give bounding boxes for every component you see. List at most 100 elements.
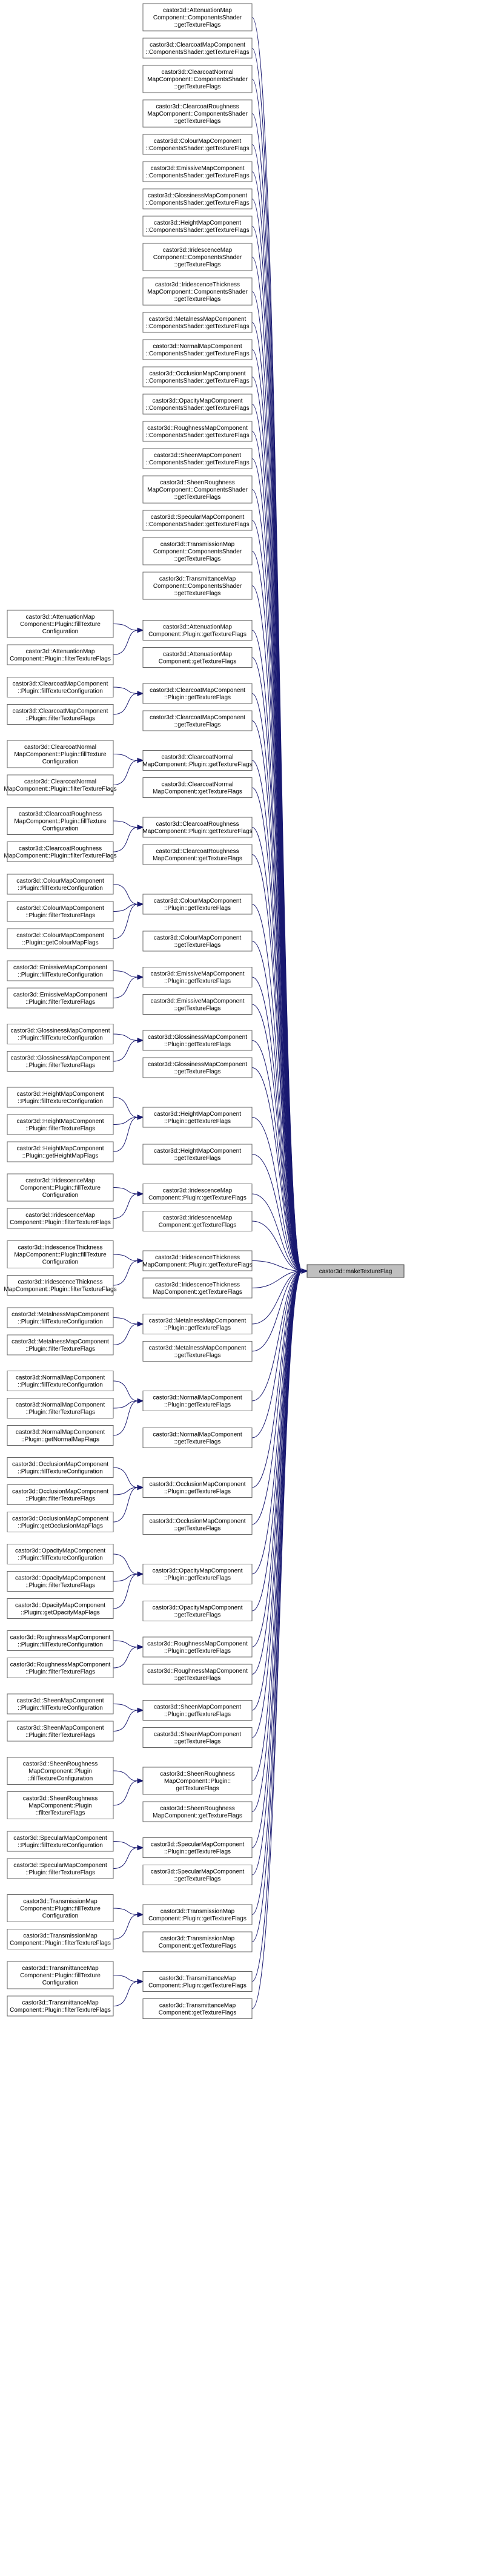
plugin-node-transmissionmap-component-plugin-gettextureflags[interactable]: castor3d::TransmissionMapComponent::Plug… — [142, 1904, 253, 1925]
plugin-caller-node-roughnessmapcomponent-plugin-filtertextureflags[interactable]: castor3d::RoughnessMapComponent::Plugin:… — [7, 1658, 114, 1678]
plugin-node-opacitymapcomponent-plugin-gettextureflags[interactable]: castor3d::OpacityMapComponent::Plugin::g… — [142, 1564, 253, 1584]
plugin-caller-node-iridescencemap-component-plugin-filtertextureflags[interactable]: castor3d::IridescenceMapComponent::Plugi… — [7, 1208, 114, 1229]
caller-node-iridescencethickness-mapcomponent-componentsshader-gettextureflags[interactable]: castor3d::IridescenceThicknessMapCompone… — [142, 277, 253, 306]
plugin-node-transmittancemap-component-plugin-gettextureflags[interactable]: castor3d::TransmittanceMapComponent::Plu… — [142, 1971, 253, 1992]
plugin-caller-node-heightmapcomponent-plugin-filtertextureflags[interactable]: castor3d::HeightMapComponent::Plugin::fi… — [7, 1114, 114, 1135]
plugin-caller-node-glossinessmapcomponent-plugin-filtertextureflags[interactable]: castor3d::GlossinessMapComponent::Plugin… — [7, 1051, 114, 1072]
plugin-caller-node-sheenroughness-mapcomponent-plugin-filtertextureflags[interactable]: castor3d::SheenRoughnessMapComponent::Pl… — [7, 1791, 114, 1819]
plugin-caller-node-attenuationmap-component-plugin-filltexture-configuration[interactable]: castor3d::AttenuationMapComponent::Plugi… — [7, 610, 114, 638]
plugin-node-roughnessmapcomponent-plugin-gettextureflags[interactable]: castor3d::RoughnessMapComponent::Plugin:… — [142, 1636, 253, 1658]
plugin-caller-node-colourmapcomponent-plugin-getcolourmapflags[interactable]: castor3d::ColourMapComponent::Plugin::ge… — [7, 928, 114, 949]
plugin-node-iridescencemap-component-plugin-gettextureflags[interactable]: castor3d::IridescenceMapComponent::Plugi… — [142, 1184, 253, 1204]
plugin-caller-node-opacitymapcomponent-plugin-filltextureconfiguration[interactable]: castor3d::OpacityMapComponent::Plugin::f… — [7, 1544, 114, 1564]
plugin-caller-node-opacitymapcomponent-plugin-filtertextureflags[interactable]: castor3d::OpacityMapComponent::Plugin::f… — [7, 1571, 114, 1592]
caller-node-heightmapcomponent-componentsshader-gettextureflags[interactable]: castor3d::HeightMapComponent::Components… — [142, 216, 253, 237]
plugin-caller-node-colourmapcomponent-plugin-filtertextureflags[interactable]: castor3d::ColourMapComponent::Plugin::fi… — [7, 901, 114, 922]
caller-node-normalmapcomponent-componentsshader-gettextureflags[interactable]: castor3d::NormalMapComponent::Components… — [142, 339, 253, 360]
plugin-caller-node-heightmapcomponent-plugin-getheightmapflags[interactable]: castor3d::HeightMapComponent::Plugin::ge… — [7, 1141, 114, 1162]
plugin-node-emissivemapcomponent-plugin-gettextureflags[interactable]: castor3d::EmissiveMapComponent::Plugin::… — [142, 967, 253, 987]
plugin-node-colourmapcomponent-plugin-gettextureflags[interactable]: castor3d::ColourMapComponent::Plugin::ge… — [142, 894, 253, 915]
plugin-caller-node-normalmapcomponent-plugin-getnormalmapflags[interactable]: castor3d::NormalMapComponent::Plugin::ge… — [7, 1425, 114, 1446]
component-node-emissivemapcomponent-gettextureflags[interactable]: castor3d::EmissiveMapComponent::getTextu… — [142, 994, 253, 1015]
plugin-caller-node-clearcoatnormal-mapcomponent-plugin-filltexture-configuration[interactable]: castor3d::ClearcoatNormalMapComponent::P… — [7, 740, 114, 768]
caller-node-transmittancemap-component-componentsshader-gettextureflags[interactable]: castor3d::TransmittanceMapComponent::Com… — [142, 572, 253, 600]
component-node-clearcoatnormal-mapcomponent-gettextureflags[interactable]: castor3d::ClearcoatNormalMapComponent::g… — [142, 777, 253, 798]
component-node-glossinessmapcomponent-gettextureflags[interactable]: castor3d::GlossinessMapComponent::getTex… — [142, 1057, 253, 1078]
plugin-caller-node-sheenroughness-mapcomponent-plugin-filltextureconfiguration[interactable]: castor3d::SheenRoughnessMapComponent::Pl… — [7, 1757, 114, 1785]
component-node-iridescencethickness-mapcomponent-gettextureflags[interactable]: castor3d::IridescenceThicknessMapCompone… — [142, 1277, 253, 1299]
plugin-caller-node-heightmapcomponent-plugin-filltextureconfiguration[interactable]: castor3d::HeightMapComponent::Plugin::fi… — [7, 1087, 114, 1108]
plugin-caller-node-occlusionmapcomponent-plugin-filtertextureflags[interactable]: castor3d::OcclusionMapComponent::Plugin:… — [7, 1484, 114, 1505]
component-node-iridescencemap-component-gettextureflags[interactable]: castor3d::IridescenceMapComponent::getTe… — [142, 1211, 253, 1231]
plugin-node-clearcoatnormal-mapcomponent-plugin-gettextureflags[interactable]: castor3d::ClearcoatNormalMapComponent::P… — [142, 750, 253, 771]
caller-node-sheenroughness-mapcomponent-componentsshader-gettextureflags[interactable]: castor3d::SheenRoughnessMapComponent::Co… — [142, 475, 253, 504]
plugin-node-normalmapcomponent-plugin-gettextureflags[interactable]: castor3d::NormalMapComponent::Plugin::ge… — [142, 1391, 253, 1411]
caller-node-iridescencemap-component-componentsshader-gettextureflags[interactable]: castor3d::IridescenceMapComponent::Compo… — [142, 243, 253, 271]
plugin-node-metalnessmapcomponent-plugin-gettextureflags[interactable]: castor3d::MetalnessMapComponent::Plugin:… — [142, 1314, 253, 1334]
plugin-caller-node-clearcoatroughness-mapcomponent-plugin-filltexture-configuration[interactable]: castor3d::ClearcoatRoughnessMapComponent… — [7, 807, 114, 835]
plugin-node-heightmapcomponent-plugin-gettextureflags[interactable]: castor3d::HeightMapComponent::Plugin::ge… — [142, 1107, 253, 1128]
plugin-caller-node-clearcoatnormal-mapcomponent-plugin-filtertextureflags[interactable]: castor3d::ClearcoatNormalMapComponent::P… — [4, 774, 117, 796]
caller-node-attenuationmap-component-componentsshader-gettextureflags[interactable]: castor3d::AttenuationMapComponent::Compo… — [142, 3, 253, 31]
component-node-roughnessmapcomponent-gettextureflags[interactable]: castor3d::RoughnessMapComponent::getText… — [142, 1664, 253, 1685]
plugin-caller-node-occlusionmapcomponent-plugin-filltextureconfiguration[interactable]: castor3d::OcclusionMapComponent::Plugin:… — [7, 1457, 114, 1478]
caller-node-metalnessmapcomponent-componentsshader-gettextureflags[interactable]: castor3d::MetalnessMapComponent::Compone… — [142, 312, 253, 333]
component-node-heightmapcomponent-gettextureflags[interactable]: castor3d::HeightMapComponent::getTexture… — [142, 1144, 253, 1165]
plugin-caller-node-normalmapcomponent-plugin-filltextureconfiguration[interactable]: castor3d::NormalMapComponent::Plugin::fi… — [7, 1371, 114, 1391]
plugin-caller-node-normalmapcomponent-plugin-filtertextureflags[interactable]: castor3d::NormalMapComponent::Plugin::fi… — [7, 1398, 114, 1418]
component-node-attenuationmap-component-gettextureflags[interactable]: castor3d::AttenuationMapComponent::getTe… — [142, 647, 253, 668]
caller-node-sheenmapcomponent-componentsshader-gettextureflags[interactable]: castor3d::SheenMapComponent::ComponentsS… — [142, 448, 253, 469]
component-node-sheenroughness-mapcomponent-gettextureflags[interactable]: castor3d::SheenRoughnessMapComponent::ge… — [142, 1801, 253, 1822]
plugin-caller-node-opacitymapcomponent-plugin-getopacitymapflags[interactable]: castor3d::OpacityMapComponent::Plugin::g… — [7, 1598, 114, 1619]
component-node-occlusionmapcomponent-gettextureflags[interactable]: castor3d::OcclusionMapComponent::getText… — [142, 1514, 253, 1535]
caller-node-clearcoatroughness-mapcomponent-componentsshader-gettextureflags[interactable]: castor3d::ClearcoatRoughnessMapComponent… — [142, 99, 253, 128]
caller-node-clearcoatnormal-mapcomponent-componentsshader-gettextureflags[interactable]: castor3d::ClearcoatNormalMapComponent::C… — [142, 65, 253, 93]
plugin-node-sheenroughness-mapcomponent-plugin-gettextureflags[interactable]: castor3d::SheenRoughnessMapComponent::Pl… — [142, 1767, 253, 1795]
plugin-caller-node-transmittancemap-component-plugin-filltexture-configuration[interactable]: castor3d::TransmittanceMapComponent::Plu… — [7, 1961, 114, 1989]
component-node-opacitymapcomponent-gettextureflags[interactable]: castor3d::OpacityMapComponent::getTextur… — [142, 1601, 253, 1621]
target-node-maketextureflag[interactable]: castor3d::makeTextureFlag — [306, 1264, 405, 1278]
component-node-clearcoatroughness-mapcomponent-gettextureflags[interactable]: castor3d::ClearcoatRoughnessMapComponent… — [142, 844, 253, 865]
plugin-caller-node-specularmapcomponent-plugin-filltextureconfiguration[interactable]: castor3d::SpecularMapComponent::Plugin::… — [7, 1831, 114, 1852]
plugin-caller-node-transmittancemap-component-plugin-filtertextureflags[interactable]: castor3d::TransmittanceMapComponent::Plu… — [7, 1995, 114, 2017]
plugin-caller-node-glossinessmapcomponent-plugin-filltextureconfiguration[interactable]: castor3d::GlossinessMapComponent::Plugin… — [7, 1024, 114, 1044]
plugin-caller-node-clearcoatmapcomponent-plugin-filtertextureflags[interactable]: castor3d::ClearcoatMapComponent::Plugin:… — [7, 704, 114, 725]
component-node-sheenmapcomponent-gettextureflags[interactable]: castor3d::SheenMapComponent::getTextureF… — [142, 1727, 253, 1748]
plugin-caller-node-roughnessmapcomponent-plugin-filltextureconfiguration[interactable]: castor3d::RoughnessMapComponent::Plugin:… — [7, 1630, 114, 1651]
plugin-caller-node-emissivemapcomponent-plugin-filltextureconfiguration[interactable]: castor3d::EmissiveMapComponent::Plugin::… — [7, 960, 114, 981]
component-node-transmittancemap-component-gettextureflags[interactable]: castor3d::TransmittanceMapComponent::get… — [142, 1998, 253, 2019]
plugin-node-iridescencethickness-mapcomponent-plugin-gettextureflags[interactable]: castor3d::IridescenceThicknessMapCompone… — [142, 1250, 253, 1271]
caller-node-occlusionmapcomponent-componentsshader-gettextureflags[interactable]: castor3d::OcclusionMapComponent::Compone… — [142, 366, 253, 387]
plugin-node-occlusionmapcomponent-plugin-gettextureflags[interactable]: castor3d::OcclusionMapComponent::Plugin:… — [142, 1477, 253, 1498]
caller-node-specularmapcomponent-componentsshader-gettextureflags[interactable]: castor3d::SpecularMapComponent::Componen… — [142, 510, 253, 531]
plugin-caller-node-clearcoatroughness-mapcomponent-plugin-filtertextureflags[interactable]: castor3d::ClearcoatRoughnessMapComponent… — [4, 842, 117, 862]
caller-node-colourmapcomponent-componentsshader-gettextureflags[interactable]: castor3d::ColourMapComponent::Components… — [142, 134, 253, 155]
plugin-node-clearcoatroughness-mapcomponent-plugin-gettextureflags[interactable]: castor3d::ClearcoatRoughnessMapComponent… — [142, 817, 253, 838]
plugin-caller-node-iridescencethickness-mapcomponent-plugin-filtertextureflags[interactable]: castor3d::IridescenceThicknessMapCompone… — [4, 1275, 117, 1296]
plugin-caller-node-attenuationmap-component-plugin-filtertextureflags[interactable]: castor3d::AttenuationMapComponent::Plugi… — [7, 644, 114, 665]
plugin-node-attenuationmap-component-plugin-gettextureflags[interactable]: castor3d::AttenuationMapComponent::Plugi… — [142, 620, 253, 641]
plugin-caller-node-iridescencemap-component-plugin-filltexture-configuration[interactable]: castor3d::IridescenceMapComponent::Plugi… — [7, 1173, 114, 1202]
plugin-caller-node-transmissionmap-component-plugin-filtertextureflags[interactable]: castor3d::TransmissionMapComponent::Plug… — [7, 1929, 114, 1949]
component-node-normalmapcomponent-gettextureflags[interactable]: castor3d::NormalMapComponent::getTexture… — [142, 1428, 253, 1448]
plugin-caller-node-sheenmapcomponent-plugin-filltextureconfiguration[interactable]: castor3d::SheenMapComponent::Plugin::fil… — [7, 1693, 114, 1715]
caller-node-transmissionmap-component-componentsshader-gettextureflags[interactable]: castor3d::TransmissionMapComponent::Comp… — [142, 537, 253, 565]
plugin-caller-node-iridescencethickness-mapcomponent-plugin-filltexture-configuration[interactable]: castor3d::IridescenceThicknessMapCompone… — [7, 1240, 114, 1268]
component-node-transmissionmap-component-gettextureflags[interactable]: castor3d::TransmissionMapComponent::getT… — [142, 1931, 253, 1952]
caller-node-roughnessmapcomponent-componentsshader-gettextureflags[interactable]: castor3d::RoughnessMapComponent::Compone… — [142, 421, 253, 442]
plugin-node-specularmapcomponent-plugin-gettextureflags[interactable]: castor3d::SpecularMapComponent::Plugin::… — [142, 1837, 253, 1858]
plugin-caller-node-clearcoatmapcomponent-plugin-filltextureconfiguration[interactable]: castor3d::ClearcoatMapComponent::Plugin:… — [7, 677, 114, 697]
plugin-node-sheenmapcomponent-plugin-gettextureflags[interactable]: castor3d::SheenMapComponent::Plugin::get… — [142, 1700, 253, 1721]
plugin-caller-node-metalnessmapcomponent-plugin-filltextureconfiguration[interactable]: castor3d::MetalnessMapComponent::Plugin:… — [7, 1307, 114, 1328]
component-node-metalnessmapcomponent-gettextureflags[interactable]: castor3d::MetalnessMapComponent::getText… — [142, 1341, 253, 1362]
plugin-caller-node-metalnessmapcomponent-plugin-filtertextureflags[interactable]: castor3d::MetalnessMapComponent::Plugin:… — [7, 1334, 114, 1356]
component-node-specularmapcomponent-gettextureflags[interactable]: castor3d::SpecularMapComponent::getTextu… — [142, 1865, 253, 1885]
caller-node-opacitymapcomponent-componentsshader-gettextureflags[interactable]: castor3d::OpacityMapComponent::Component… — [142, 394, 253, 415]
plugin-caller-node-specularmapcomponent-plugin-filtertextureflags[interactable]: castor3d::SpecularMapComponent::Plugin::… — [7, 1858, 114, 1879]
component-node-colourmapcomponent-gettextureflags[interactable]: castor3d::ColourMapComponent::getTexture… — [142, 931, 253, 952]
plugin-caller-node-occlusionmapcomponent-plugin-getocclusionmapflags[interactable]: castor3d::OcclusionMapComponent::Plugin:… — [7, 1512, 114, 1532]
plugin-node-glossinessmapcomponent-plugin-gettextureflags[interactable]: castor3d::GlossinessMapComponent::Plugin… — [142, 1030, 253, 1051]
plugin-node-clearcoatmapcomponent-plugin-gettextureflags[interactable]: castor3d::ClearcoatMapComponent::Plugin:… — [142, 683, 253, 704]
plugin-caller-node-colourmapcomponent-plugin-filltextureconfiguration[interactable]: castor3d::ColourMapComponent::Plugin::fi… — [7, 874, 114, 895]
component-node-clearcoatmapcomponent-gettextureflags[interactable]: castor3d::ClearcoatMapComponent::getText… — [142, 710, 253, 731]
